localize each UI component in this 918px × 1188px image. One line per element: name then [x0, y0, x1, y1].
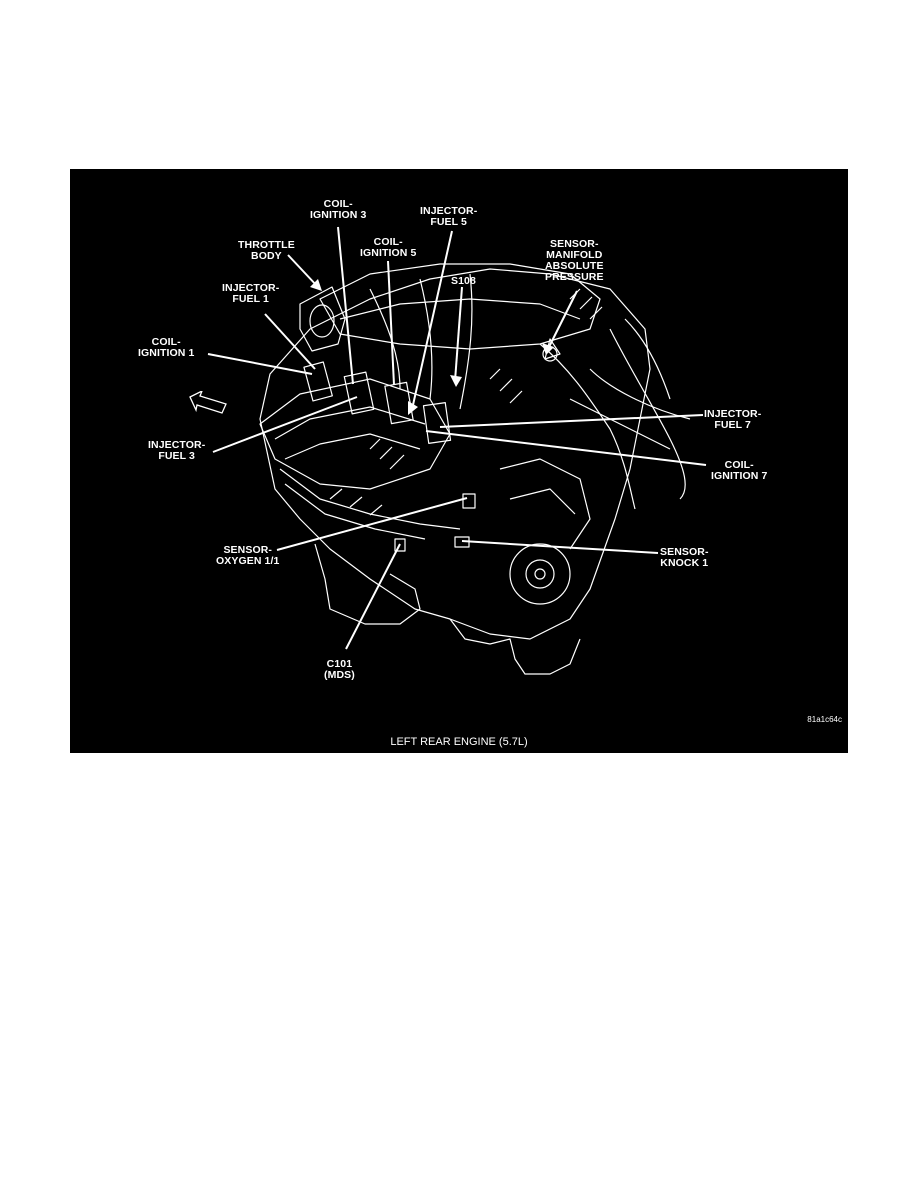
engine-outline [259, 268, 651, 640]
leader-coil-ignition-3 [337, 226, 354, 385]
label-injector-fuel-1: INJECTOR-FUEL 1 [222, 282, 280, 305]
leader-lines [207, 226, 707, 650]
coil-pack-1 [303, 361, 333, 402]
label-injector-fuel-7: INJECTOR-FUEL 7 [704, 408, 762, 431]
wiring-harness [539, 343, 636, 510]
label-sensor-knock: SENSOR-KNOCK 1 [660, 546, 709, 569]
c101-connector-shape [394, 538, 406, 552]
leader-coil-ignition-7 [425, 430, 707, 466]
label-coil-ignition-3: COIL-IGNITION 3 [310, 198, 367, 221]
oil-pan [314, 543, 421, 625]
leader-arrowheads [310, 279, 554, 415]
label-injector-fuel-3: INJECTOR-FUEL 3 [148, 439, 206, 462]
leader-s108 [454, 286, 463, 382]
label-coil-ignition-1: COIL-IGNITION 1 [138, 336, 195, 359]
engine-diagram-figure: COIL-IGNITION 3 INJECTOR-FUEL 5 THROTTLE… [70, 169, 848, 753]
coil-pack-5 [384, 381, 414, 425]
leader-coil-ignition-1 [207, 353, 313, 375]
leader-injector-fuel-5 [412, 230, 453, 406]
exhaust-manifold [279, 468, 461, 530]
figure-code: 81a1c64c [807, 715, 842, 724]
leader-injector-fuel-7 [439, 414, 704, 428]
label-c101: C101(MDS) [324, 658, 355, 681]
leader-sensor-oxygen [276, 497, 468, 551]
label-s108: S108 [451, 275, 476, 287]
label-injector-fuel-5: INJECTOR-FUEL 5 [420, 205, 478, 228]
leader-c101 [345, 543, 401, 650]
throttle-body-shape [299, 286, 346, 352]
coil-pack-7 [422, 402, 452, 444]
label-coil-ignition-7: COIL-IGNITION 7 [711, 459, 768, 482]
engine-illustration [207, 226, 707, 675]
figure-caption: LEFT REAR ENGINE (5.7L) [390, 736, 528, 748]
leader-injector-fuel-1 [264, 313, 316, 370]
leader-throttle-body [287, 254, 319, 288]
leader-coil-ignition-5 [387, 260, 395, 386]
leader-sensor-knock [461, 540, 659, 554]
forward-arrow-icon [189, 391, 227, 414]
label-sensor-oxygen: SENSOR-OXYGEN 1/1 [216, 544, 280, 567]
oxygen-sensor-shape [462, 493, 476, 509]
coil-pack-3 [343, 371, 375, 415]
crank-pulley [509, 543, 571, 605]
label-coil-ignition-5: COIL-IGNITION 5 [360, 236, 417, 259]
valve-cover [259, 378, 451, 490]
leader-sensor-map [547, 290, 578, 350]
leader-injector-fuel-3 [212, 396, 358, 453]
